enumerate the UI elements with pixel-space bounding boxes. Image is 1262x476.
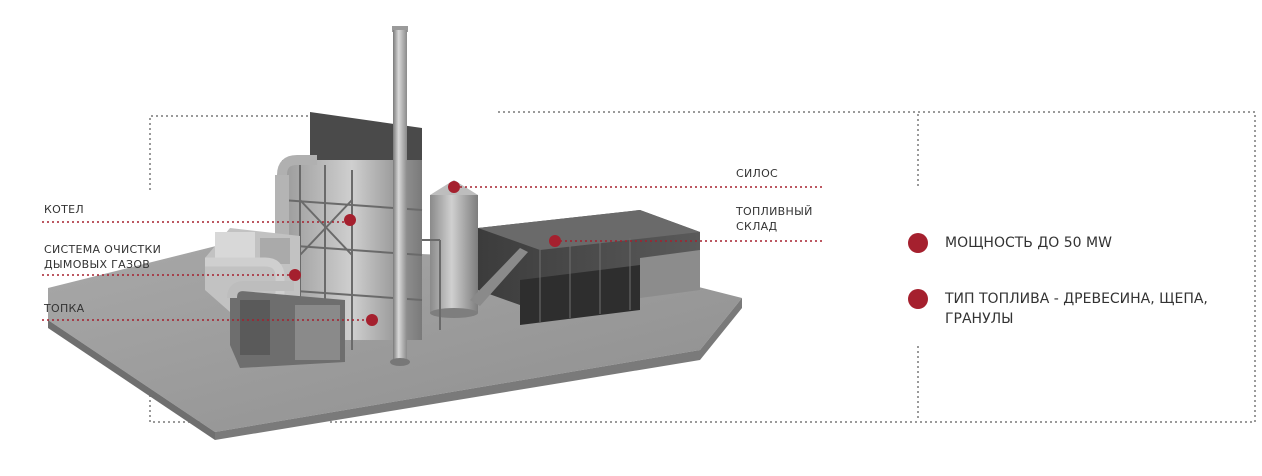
hotspot-fuel-storage[interactable] — [549, 235, 561, 247]
spec-fuel-type-text: ТИП ТОПЛИВА - ДРЕВЕСИНА, ЩЕПА, ГРАНУЛЫ — [945, 291, 1208, 327]
silo — [430, 180, 528, 318]
label-fuel-storage-line2: СКЛАД — [736, 220, 778, 233]
bullet-icon — [908, 233, 928, 253]
label-furnace: ТОПКА — [44, 302, 85, 315]
label-fuel-storage-line1: ТОПЛИВНЫЙ — [736, 205, 813, 218]
label-silo: СИЛОС — [736, 167, 779, 180]
bullet-icon — [908, 289, 928, 309]
chimney — [390, 26, 410, 366]
label-flue-gas-line2: ДЫМОВЫХ ГАЗОВ — [44, 258, 151, 271]
fuel-storage-building — [478, 210, 700, 325]
hotspot-furnace[interactable] — [366, 314, 378, 326]
hotspot-flue-gas[interactable] — [289, 269, 301, 281]
spec-power-text: МОЩНОСТЬ ДО 50 MW — [945, 235, 1112, 251]
label-flue-gas-line1: СИСТЕМА ОЧИСТКИ — [44, 243, 162, 256]
hotspot-silo[interactable] — [448, 181, 460, 193]
label-boiler: КОТЕЛ — [44, 203, 84, 216]
spec-item-fuel-type: ТИП ТОПЛИВА - ДРЕВЕСИНА, ЩЕПА, ГРАНУЛЫ — [908, 289, 1215, 329]
hotspot-boiler[interactable] — [344, 214, 356, 226]
furnace — [227, 281, 345, 368]
spec-item-power: МОЩНОСТЬ ДО 50 MW — [908, 233, 1215, 253]
leader-lines — [42, 186, 824, 321]
